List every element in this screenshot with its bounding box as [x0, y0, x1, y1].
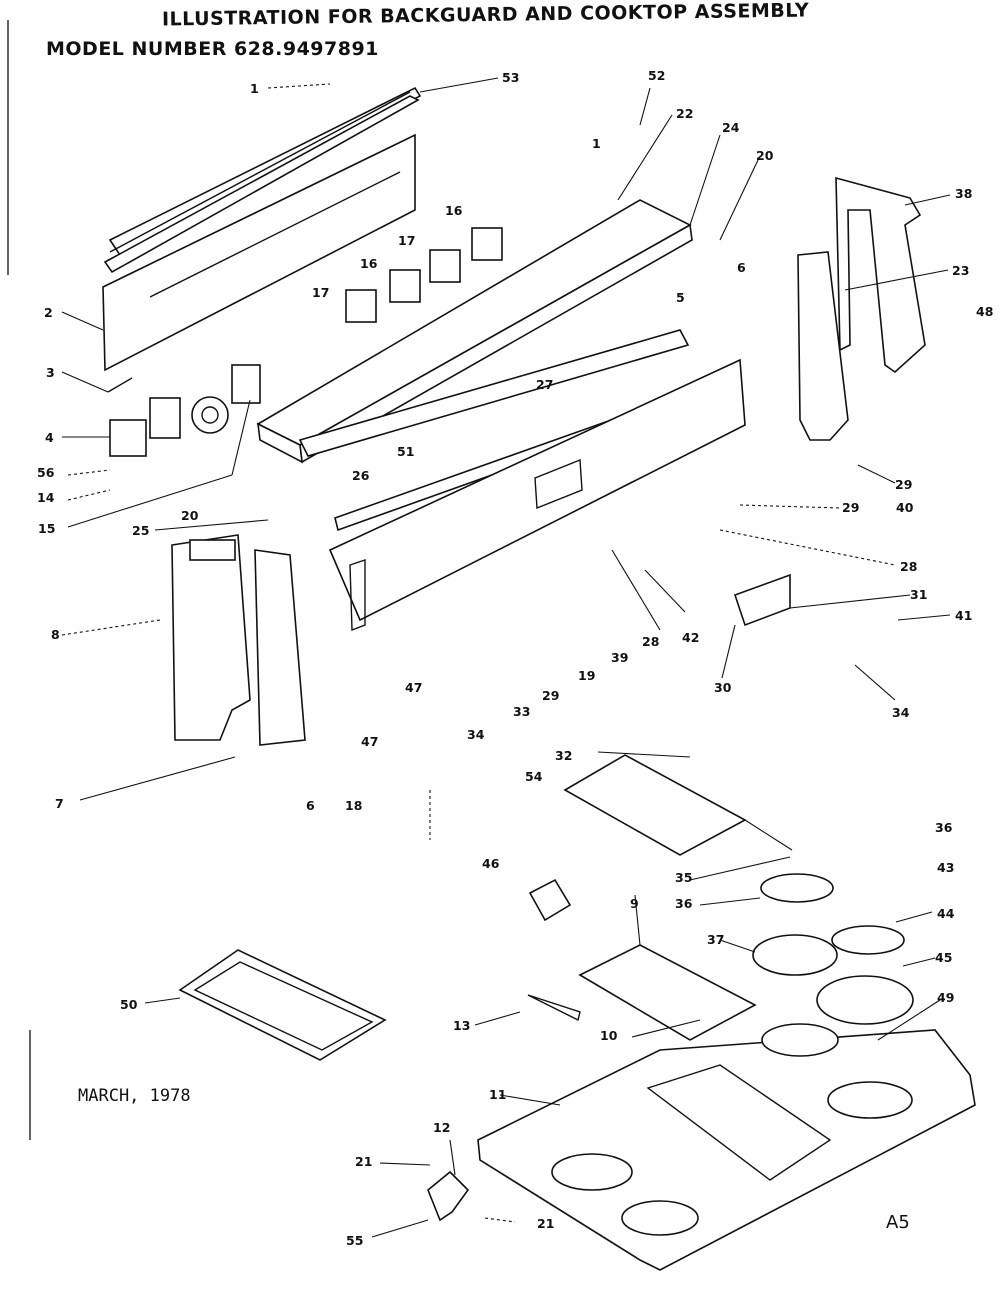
- knob-group: [345, 227, 503, 323]
- bracket-part: [733, 573, 791, 627]
- callout-label: 33: [513, 704, 530, 719]
- callout-label: 8: [51, 627, 60, 642]
- callout-label: 25: [132, 523, 149, 538]
- callout-label: 46: [482, 856, 500, 871]
- callout-label: 30: [714, 680, 732, 695]
- callout-label: 17: [312, 285, 329, 300]
- callout-label: 27: [536, 377, 553, 392]
- callout-label: 29: [842, 500, 859, 515]
- side-panel-right-part: [254, 549, 306, 746]
- callout-label: 36: [935, 820, 953, 835]
- callout-label: 36: [675, 896, 693, 911]
- callout-label: 53: [502, 70, 519, 85]
- side-bracket-part: [797, 176, 926, 441]
- callout-label: 48: [976, 304, 993, 319]
- callout-label: 10: [600, 1028, 618, 1043]
- callout-label: 47: [361, 734, 378, 749]
- callout-label: 49: [937, 990, 954, 1005]
- callout-label: 31: [910, 587, 927, 602]
- callout-label: 55: [346, 1233, 363, 1248]
- callout-label: 38: [955, 186, 972, 201]
- callout-label: 24: [722, 120, 740, 135]
- callout-label: 56: [37, 465, 55, 480]
- callout-label: 12: [433, 1120, 450, 1135]
- callout-label: 28: [642, 634, 659, 649]
- callout-label: 1: [592, 136, 601, 151]
- callout-label: 3: [46, 365, 55, 380]
- callout-label: 22: [676, 106, 693, 121]
- callout-label: 6: [306, 798, 315, 813]
- callout-label: 15: [38, 521, 55, 536]
- callout-label: 9: [630, 896, 639, 911]
- callout-label: 29: [542, 688, 559, 703]
- valve-part: [528, 878, 572, 922]
- callout-label: 20: [756, 148, 774, 163]
- callout-label: 17: [398, 233, 415, 248]
- callout-label: 1: [250, 81, 259, 96]
- callout-label: 28: [900, 559, 917, 574]
- leader-lines: [61, 77, 951, 1238]
- callout-label: 45: [935, 950, 952, 965]
- callout-label: 16: [360, 256, 378, 271]
- callout-label: 37: [707, 932, 724, 947]
- cooktop-part: [477, 1023, 976, 1271]
- callout-label: 43: [937, 860, 954, 875]
- callout-label: 19: [578, 668, 595, 683]
- callout-label: 2: [44, 305, 53, 320]
- callout-label: 52: [648, 68, 665, 83]
- page-reference: A5: [886, 1212, 910, 1233]
- callout-label: 35: [675, 870, 692, 885]
- callout-label: 41: [955, 608, 972, 623]
- callout-label: 23: [952, 263, 969, 278]
- callout-label: 54: [525, 769, 543, 784]
- callout-label: 47: [405, 680, 422, 695]
- backguard-trim-part: [103, 86, 422, 274]
- side-panel-left-part: [171, 534, 251, 741]
- callout-label: 50: [120, 997, 138, 1012]
- callout-label: 21: [537, 1216, 554, 1231]
- heat-shield-part: [527, 944, 757, 1041]
- callout-label: 20: [181, 508, 199, 523]
- callout-label: 4: [45, 430, 54, 445]
- diagram-title-line-2: MODEL NUMBER 628.9497891: [46, 38, 379, 60]
- callout-label: 34: [892, 705, 910, 720]
- backguard-panel-part: [102, 133, 416, 372]
- callout-label: 29: [895, 477, 912, 492]
- date-label: MARCH, 1978: [78, 1086, 191, 1106]
- callout-label: 32: [555, 748, 572, 763]
- cover-plate-part: [563, 754, 747, 856]
- callout-label: 18: [345, 798, 362, 813]
- callout-label: 7: [55, 796, 64, 811]
- back-panel-part: [328, 358, 746, 632]
- callout-label: 5: [676, 290, 685, 305]
- callout-label: 26: [352, 468, 370, 483]
- callout-label: 16: [445, 203, 463, 218]
- callout-label: 44: [937, 906, 955, 921]
- callout-label: 14: [37, 490, 55, 505]
- callout-label: 13: [453, 1018, 470, 1033]
- drip-tray-part: [178, 949, 387, 1061]
- callout-label: 34: [467, 727, 485, 742]
- callout-label: 39: [611, 650, 628, 665]
- callout-label: 40: [896, 500, 914, 515]
- callout-label: 21: [355, 1154, 372, 1169]
- callout-label: 6: [737, 260, 746, 275]
- callout-label: 11: [489, 1087, 506, 1102]
- callout-label: 42: [682, 630, 699, 645]
- hinge-part: [427, 1170, 470, 1222]
- burner-parts: [752, 873, 914, 1025]
- switch-group: [107, 364, 261, 457]
- callout-label: 51: [397, 444, 414, 459]
